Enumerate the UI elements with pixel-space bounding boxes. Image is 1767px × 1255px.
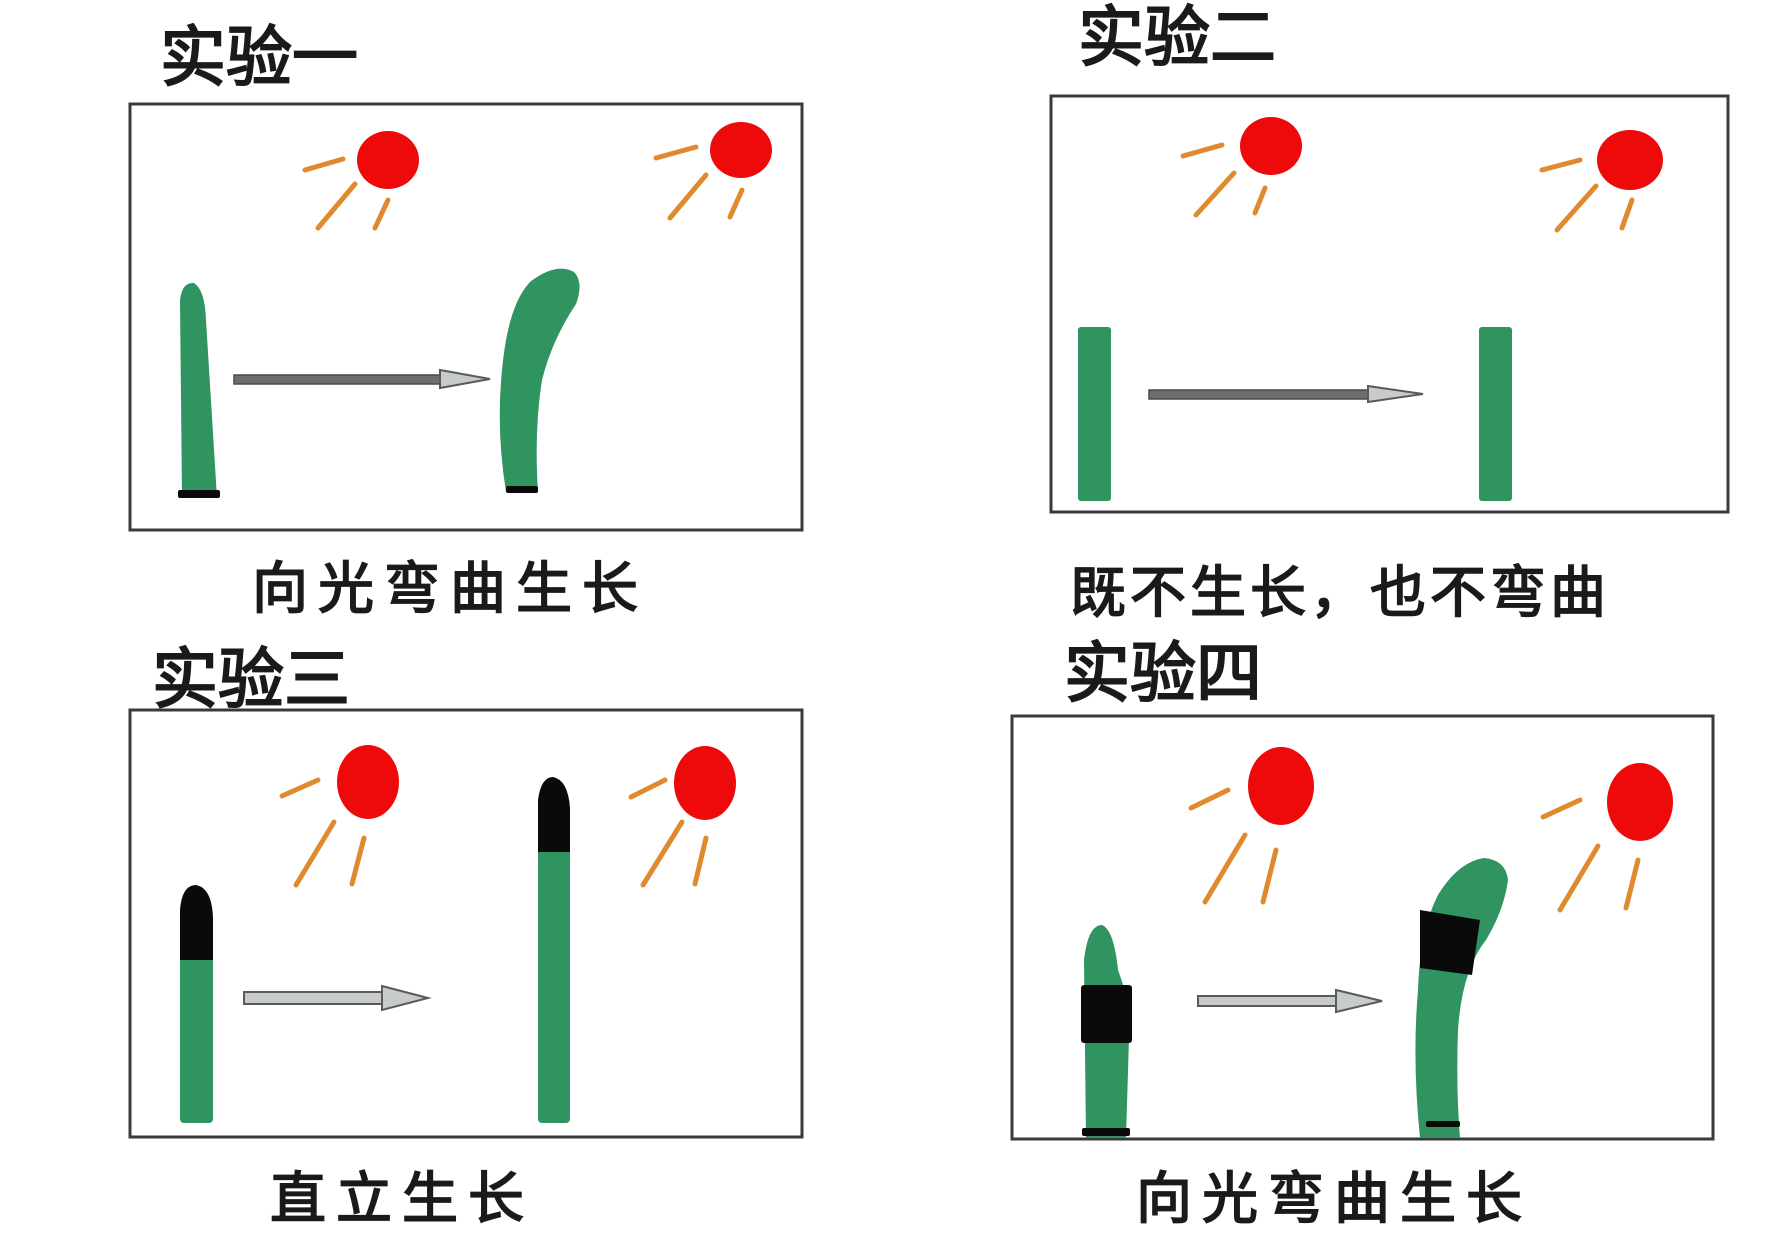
coleoptile-icon <box>180 885 213 1123</box>
experiment-2-result: 既不生长，也不弯曲 <box>1070 560 1610 626</box>
sun-icon <box>302 131 419 231</box>
experiment-3-title: 实验三 <box>152 641 350 718</box>
sun-icon <box>628 746 736 888</box>
experiment-4-result: 向光弯曲生长 <box>1136 1166 1532 1232</box>
experiment-1-result: 向光弯曲生长 <box>252 556 648 622</box>
coleoptile-icon <box>178 282 220 498</box>
experiment-2: 实验二 既不生长，也不弯曲 <box>1049 0 1730 626</box>
coleoptile-icon <box>1415 858 1508 1138</box>
right-arrow-icon <box>243 984 432 1012</box>
experiment-2-title: 实验二 <box>1078 0 1276 76</box>
sun-icon <box>653 122 772 221</box>
experiment-1: 实验一 向光弯曲生长 <box>128 19 804 622</box>
sun-icon <box>1539 130 1663 233</box>
right-arrow-icon <box>1148 384 1424 404</box>
sun-icon <box>1180 117 1302 218</box>
experiment-3-result: 直立生长 <box>270 1166 534 1232</box>
coleoptile-icon <box>538 777 570 1123</box>
coleoptile-icon <box>1078 327 1111 501</box>
experiment-1-frame <box>128 102 804 532</box>
sun-icon <box>1540 763 1673 913</box>
experiment-4-frame <box>1010 714 1715 1141</box>
experiment-3: 实验三 直立生长 <box>128 641 804 1232</box>
coleoptile-icon <box>499 268 580 493</box>
right-arrow-icon <box>1197 988 1383 1014</box>
coleoptile-icon <box>1479 327 1512 501</box>
right-arrow-icon <box>233 368 491 390</box>
experiment-4: 实验四 向光弯曲生长 <box>1010 635 1715 1232</box>
experiment-1-title: 实验一 <box>160 19 358 96</box>
sun-icon <box>279 745 399 888</box>
experiment-4-title: 实验四 <box>1064 635 1262 712</box>
coleoptile-icon <box>1081 925 1132 1138</box>
sun-icon <box>1188 747 1314 905</box>
